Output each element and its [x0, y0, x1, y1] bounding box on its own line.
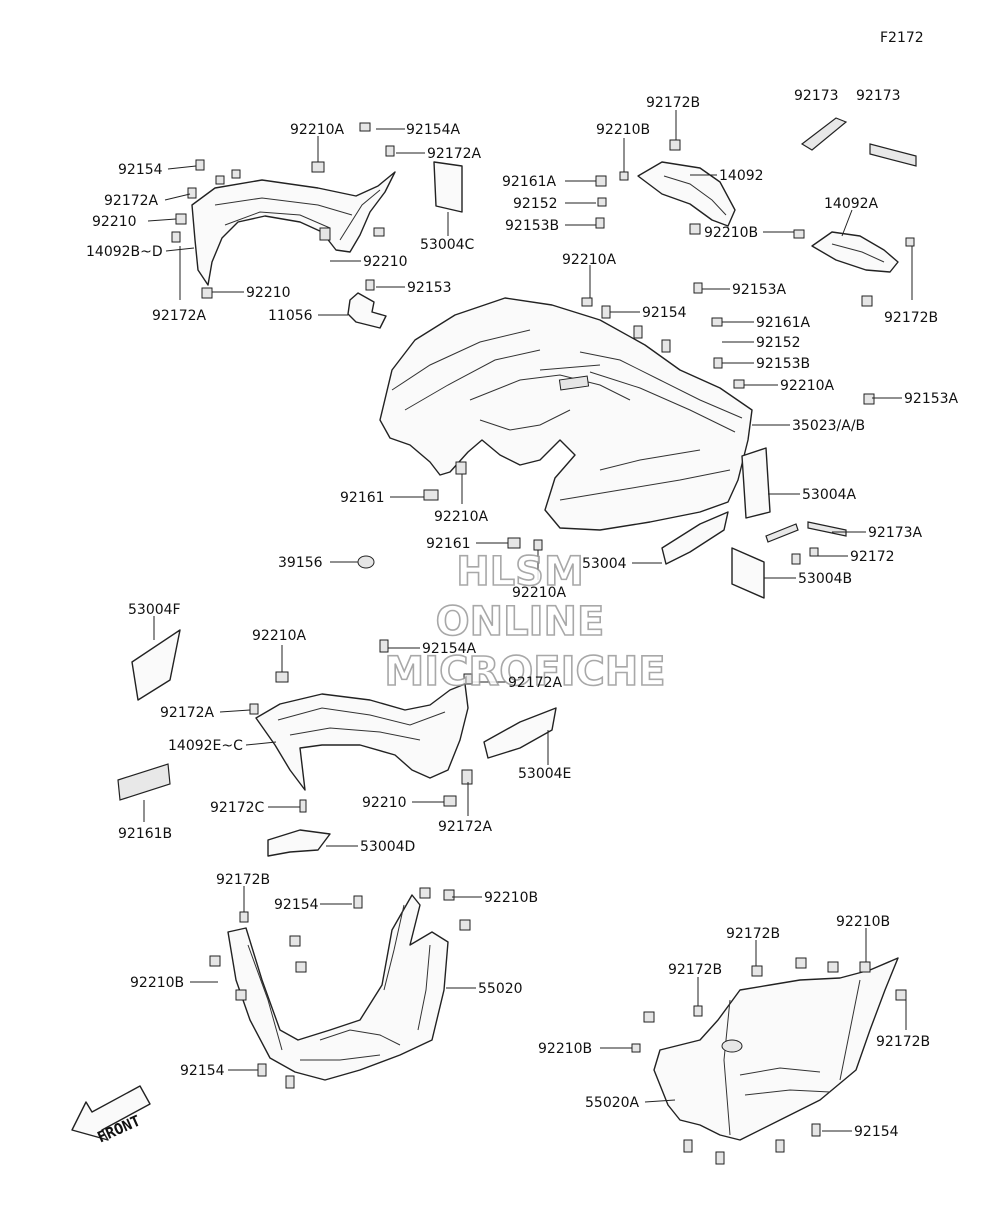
figure-number: F2172: [880, 30, 924, 46]
part-label: 92173: [794, 88, 839, 104]
part-label: 92172C: [210, 800, 265, 816]
label-53004e: [483, 707, 557, 759]
part-label: 92173A: [868, 525, 923, 541]
label-53004d: [267, 829, 331, 857]
part-label: 14092A: [824, 196, 879, 212]
part-label: 92172A: [152, 308, 207, 324]
label-53004a: [741, 447, 771, 519]
part-label: 92210: [362, 795, 407, 811]
part-label: 92172A: [160, 705, 215, 721]
part-label: 92172B: [216, 872, 270, 888]
inner-fender-panel-14092b: [191, 171, 396, 286]
part-label: 35023/A/B: [792, 418, 865, 434]
label-53004b: [731, 547, 765, 599]
part-label: 92210A: [252, 628, 307, 644]
part-label: 11056: [268, 308, 313, 324]
part-label: 92154: [854, 1124, 899, 1140]
part-label: 92210A: [434, 509, 489, 525]
part-label: 92154: [274, 897, 319, 913]
part-label: 55020: [478, 981, 523, 997]
part-label: 92161A: [756, 315, 811, 331]
part-label: 92210A: [290, 122, 345, 138]
part-label: 14092B~D: [86, 244, 163, 260]
part-label: 92161B: [118, 826, 172, 842]
leader-lines: [143, 110, 913, 1132]
heat-shield-11056: [347, 292, 387, 329]
part-label: 53004: [582, 556, 627, 572]
part-label: 53004F: [128, 602, 181, 618]
part-label: 39156: [278, 555, 323, 571]
part-label: 92161A: [502, 174, 557, 190]
part-label: 92210B: [596, 122, 650, 138]
part-label: 92210A: [780, 378, 835, 394]
part-label: 92154A: [422, 641, 477, 657]
part-label: 92153B: [756, 356, 810, 372]
part-label: 92172B: [668, 962, 722, 978]
part-label: 92210: [363, 254, 408, 270]
part-label: 92173: [856, 88, 901, 104]
part-label: 55020A: [585, 1095, 640, 1111]
part-label: 92210A: [512, 585, 567, 601]
part-label: 53004A: [802, 487, 857, 503]
part-label: 92154: [118, 162, 163, 178]
part-label: 92172A: [508, 675, 563, 691]
part-label: 92153B: [505, 218, 559, 234]
watermark-line-1: HLSM: [456, 549, 584, 595]
part-label: 14092E~C: [168, 738, 243, 754]
part-label: 92153A: [904, 391, 959, 407]
part-label: 92172A: [438, 819, 493, 835]
callout-labels: 92210A 92154A 92172A 92154 92172A 92210 …: [86, 88, 959, 1140]
part-label: 92172A: [427, 146, 482, 162]
part-label: 92210: [92, 214, 137, 230]
part-label: 92154: [180, 1063, 225, 1079]
part-label: 92154A: [406, 122, 461, 138]
part-label: 92172B: [876, 1034, 930, 1050]
rear-fender-35023: [379, 297, 753, 531]
label-53004: [661, 511, 729, 565]
watermark: HLSM ONLINE MICROFICHE: [384, 548, 667, 696]
part-label: 92152: [756, 335, 801, 351]
label-53004c: [433, 161, 463, 213]
part-label: 92153A: [732, 282, 787, 298]
grommet-39156: [357, 555, 375, 569]
part-label: 92210B: [704, 225, 758, 241]
part-label: 92172: [850, 549, 895, 565]
front-direction-arrow: FRONT: [71, 1085, 151, 1146]
part-label: 92210B: [484, 890, 538, 906]
strip-92161b: [117, 763, 171, 801]
part-label: 92210B: [836, 914, 890, 930]
part-label: 92172A: [104, 193, 159, 209]
fender-flap-14092: [637, 161, 736, 227]
part-label: 92210: [246, 285, 291, 301]
part-label: 92152: [513, 196, 558, 212]
part-label: 53004B: [798, 571, 852, 587]
part-label: 92161: [340, 490, 385, 506]
part-label: 92154: [642, 305, 687, 321]
part-label: 53004C: [420, 237, 475, 253]
part-label: 92210B: [130, 975, 184, 991]
watermark-line-2: ONLINE: [436, 599, 605, 645]
part-label: 92210B: [538, 1041, 592, 1057]
part-label: 92172B: [884, 310, 938, 326]
part-label: 14092: [719, 168, 764, 184]
fender-flap-14092a: [811, 231, 899, 273]
part-label: 92161: [426, 536, 471, 552]
part-label: 53004E: [518, 766, 571, 782]
label-53004f: [131, 629, 181, 701]
mud-guard-55020: [227, 894, 449, 1081]
inner-front-fender-14092e: [255, 683, 469, 791]
part-label: 92153: [407, 280, 452, 296]
watermark-line-3: MICROFICHE: [384, 649, 665, 695]
mud-guard-55020a: [653, 957, 899, 1141]
part-label: 92210A: [562, 252, 617, 268]
part-label: 53004D: [360, 839, 415, 855]
footrest-pads-92173: [800, 117, 917, 167]
fasteners: [171, 122, 915, 1165]
part-label: 92172B: [726, 926, 780, 942]
part-label: 92172B: [646, 95, 700, 111]
